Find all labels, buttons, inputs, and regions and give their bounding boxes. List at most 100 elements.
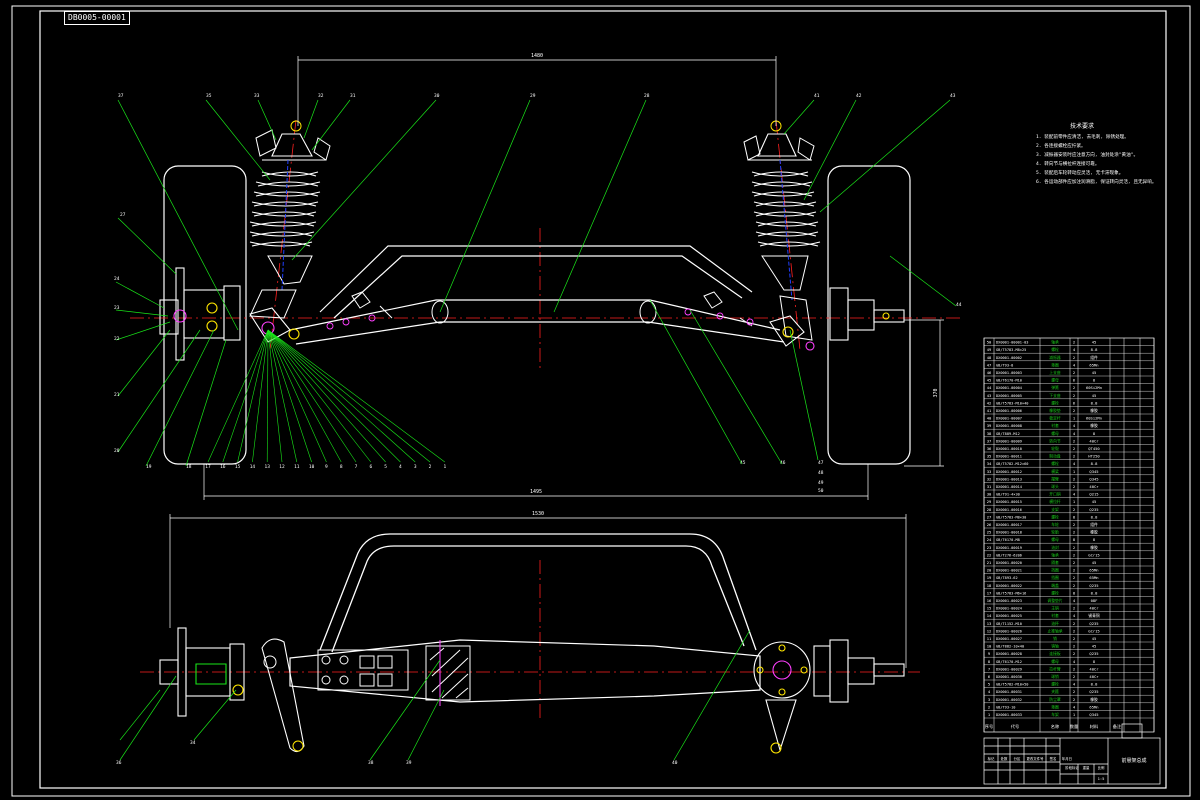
part-code: DX0001-00031	[996, 690, 1022, 694]
balloon-number: 20	[114, 448, 120, 454]
balloon-number: 43	[950, 93, 956, 99]
part-quantity: 2	[1073, 370, 1075, 375]
part-name: 车架	[1051, 712, 1059, 717]
dim-text-top-span: 1480	[531, 53, 543, 59]
part-code: GB/T1152-M10	[996, 622, 1022, 626]
lower-plate-bolts	[321, 655, 393, 687]
part-number: 16	[987, 598, 992, 603]
part-number: 20	[987, 568, 992, 573]
part-quantity: 2	[1073, 689, 1075, 694]
note-1: 1. 装配前零件应清洁, 去毛刺, 除锈处理。	[1036, 133, 1129, 140]
technical-notes: 1. 装配前零件应清洁, 去毛刺, 除锈处理。 2. 各连接螺栓应拧紧。 3. …	[1036, 133, 1156, 185]
part-code: DX0001-00026	[996, 629, 1022, 633]
part-number: 44	[987, 385, 992, 390]
part-name: 螺栓	[1051, 400, 1059, 405]
leader-line	[369, 659, 441, 761]
right-strut	[743, 120, 821, 341]
part-code: GB/T5783-M10×40	[996, 401, 1028, 405]
left-wheel	[163, 165, 247, 465]
part-quantity: 2	[1073, 393, 1075, 398]
part-quantity: 2	[1073, 545, 1075, 550]
part-quantity: 2	[1073, 636, 1075, 641]
dimension-track	[203, 464, 869, 500]
part-name: 轮毂	[1051, 446, 1059, 451]
part-material: 8.8	[1091, 682, 1099, 687]
part-quantity: 2	[1073, 454, 1075, 459]
part-number: 30	[987, 492, 992, 497]
part-code: DX0001-00010	[996, 447, 1022, 451]
part-code: GB/T5783-M8×25	[996, 348, 1026, 352]
balloon-number: 10	[309, 464, 315, 470]
balloon-number: 37	[118, 93, 124, 99]
part-name: 螺母	[1051, 431, 1059, 436]
part-code: GB/T6170-M8	[996, 538, 1020, 542]
part-material: 8.8	[1091, 514, 1099, 519]
part-name: 油杯	[1051, 621, 1059, 626]
balloon-number: 27	[120, 212, 126, 218]
balloon-number: 32	[318, 93, 324, 99]
table-header-cell: 代号	[1011, 723, 1019, 730]
part-material: 45	[1092, 560, 1097, 565]
part-name: 油封	[1051, 545, 1059, 550]
part-quantity: 4	[1073, 598, 1076, 603]
leader-line	[267, 329, 312, 463]
leader-line	[819, 99, 951, 213]
part-number: 3	[988, 697, 990, 702]
crossmember-frame	[319, 245, 753, 319]
part-code: GB/T93-8	[996, 363, 1013, 367]
part-name: 主销	[1051, 606, 1059, 611]
note-2: 2. 各连接螺栓应拧紧。	[1036, 142, 1086, 149]
part-number: 25	[987, 530, 992, 535]
part-material: 8	[1093, 659, 1096, 664]
part-material: 组件	[1090, 355, 1098, 360]
part-code: GB/T6170-M12	[996, 660, 1022, 664]
part-material: Q345	[1089, 476, 1098, 481]
leader-line	[119, 675, 177, 761]
part-quantity: 4	[1073, 423, 1076, 428]
part-material: Q345	[1089, 712, 1098, 717]
part-name: 上支座	[1049, 370, 1061, 375]
part-code: DX0001-00009	[996, 439, 1022, 443]
part-quantity: 2	[1073, 628, 1075, 633]
leader-line	[267, 329, 445, 463]
part-code: DX0001-00001-03	[996, 341, 1028, 345]
right-strut-axis	[775, 119, 801, 351]
part-code: GB/T91-4×30	[996, 493, 1020, 497]
part-code: DX0001-00008	[996, 424, 1022, 428]
balloon-number: 49	[818, 480, 824, 486]
part-quantity: 4	[1073, 431, 1076, 436]
right-coil-spring	[751, 171, 821, 247]
lower-left-steering-arm	[261, 638, 305, 753]
part-material: 橡胶	[1090, 545, 1098, 550]
balloon-number: 5	[384, 464, 387, 470]
title-block-cell: 年月日	[1062, 756, 1072, 761]
leader-line	[267, 329, 327, 463]
part-material: GCr15	[1088, 628, 1099, 633]
part-number: 7	[988, 666, 990, 671]
part-quantity: 2	[1073, 530, 1075, 535]
table-header-cell: 数量	[1070, 723, 1078, 730]
part-name: 夹箍	[1051, 689, 1059, 694]
balloon-number: 7	[355, 464, 358, 470]
balloon-number: 2	[429, 464, 432, 470]
part-material: Q235	[1089, 689, 1098, 694]
balloon-number: 33	[254, 93, 260, 99]
part-code: DX0001-00024	[996, 607, 1022, 611]
part-name: 轴承	[1051, 340, 1059, 345]
leader-line	[117, 329, 201, 453]
leader-line	[117, 217, 177, 275]
part-material: 40Cr	[1089, 666, 1099, 671]
part-number: 4	[988, 689, 991, 694]
leader-line	[649, 299, 743, 465]
part-code: DX0001-00005	[996, 394, 1022, 398]
part-code: DX0001-00033	[996, 713, 1022, 717]
title-block-cell: 标记	[988, 756, 995, 761]
leader-line	[185, 339, 227, 467]
part-name: 减振器	[1049, 355, 1061, 360]
balloon-number: 16	[220, 464, 226, 470]
balloon-number: 4	[399, 464, 402, 470]
balloon-number: 50	[818, 488, 824, 494]
balloon-number: 36	[116, 760, 122, 766]
